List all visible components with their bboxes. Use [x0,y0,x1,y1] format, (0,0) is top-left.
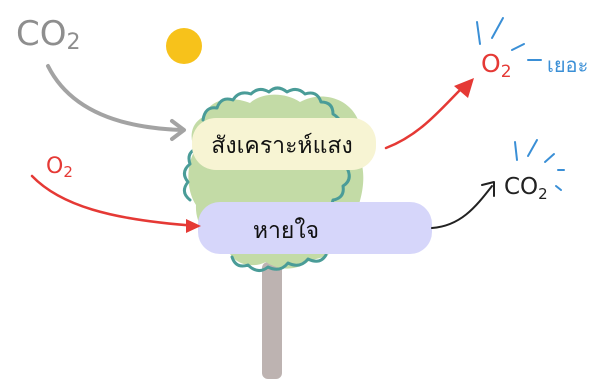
o2-input-arrowhead [186,219,201,233]
co2-output-arrow [431,185,493,229]
photosynthesis-label: สังเคราะห์แสง [211,132,352,159]
o2-emphasis-marks [476,17,542,61]
co2-input-label: CO2 [16,14,81,55]
respiration-band [198,202,432,254]
o2-input-label: O2 [46,154,73,181]
sun-icon [166,28,202,64]
co2-emphasis-marks [514,139,565,191]
co2-input-arrow [46,64,184,132]
tree-canopy-outline [183,86,352,272]
co2-output-arrowhead [481,181,495,197]
o2-output-label: O2 [481,49,512,82]
o2-output-arrow [384,86,464,150]
co2-output-label: CO2 [504,174,548,203]
photosynthesis-band [192,118,376,170]
o2-input-arrow [30,174,200,228]
respiration-label: หายใจ [253,217,319,244]
o2-more-label: เยอะ [547,53,588,77]
tree-trunk [262,262,282,379]
co2-input-arrowhead [170,119,186,141]
o2-output-arrowhead [454,78,474,98]
